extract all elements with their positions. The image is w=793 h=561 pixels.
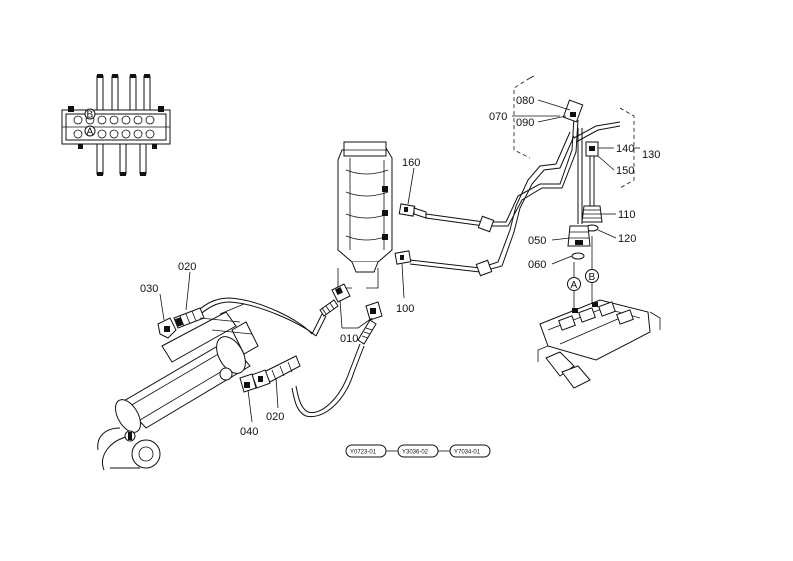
- inset-port-b-label: B: [87, 110, 94, 121]
- label-020-lower: 020: [266, 411, 284, 423]
- port-b-marker: [585, 269, 599, 283]
- fitting-040: [239, 373, 257, 393]
- fitting-050: [567, 225, 591, 247]
- label-010: 010: [340, 333, 358, 345]
- label-050: 050: [528, 235, 546, 247]
- port-a-marker: [567, 277, 581, 291]
- control-valve-inset: B A: [61, 74, 171, 176]
- swivel-joint: [337, 141, 393, 289]
- label-060: 060: [528, 259, 546, 271]
- fitting-030: [157, 317, 177, 339]
- port-b-label: B: [589, 272, 596, 283]
- reference-codes: Y0723-01 Y3036-02 Y7034-01: [345, 444, 491, 458]
- label-140: 140: [616, 143, 634, 155]
- label-090: 090: [516, 117, 534, 129]
- ref-code-1: Y0723-01: [350, 450, 377, 456]
- inset-port-a-marker: [84, 125, 96, 137]
- label-130: 130: [642, 149, 660, 161]
- control-valve-body: [537, 299, 661, 389]
- part-labels: 010 020 020 030 040 050 060 070 080 090 …: [140, 95, 660, 438]
- hydraulic-cylinder: [97, 303, 259, 471]
- group-130-bracket: [619, 107, 635, 189]
- ref-code-3: Y7034-01: [454, 450, 481, 456]
- label-120: 120: [618, 233, 636, 245]
- label-110: 110: [618, 209, 636, 221]
- group-070-bracket: [513, 75, 535, 159]
- ref-code-2: Y3036-02: [402, 450, 429, 456]
- port-a-label: A: [571, 280, 578, 291]
- fitting-140-150: [585, 141, 599, 206]
- fitting-160: [398, 203, 427, 219]
- hoses-010: [195, 283, 383, 418]
- port-markers: A B: [567, 236, 599, 312]
- fitting-020-upper: [173, 307, 205, 329]
- label-030: 030: [140, 283, 158, 295]
- label-160: 160: [402, 157, 420, 169]
- inset-port-b-marker: [84, 108, 96, 120]
- label-080: 080: [516, 95, 534, 107]
- label-070: 070: [489, 111, 507, 123]
- label-020-upper: 020: [178, 261, 196, 273]
- leader-lines: [159, 99, 640, 423]
- fitting-110: [581, 205, 603, 223]
- hydraulic-pipes: [409, 99, 621, 277]
- o-ring-060: [571, 252, 585, 260]
- label-100: 100: [396, 303, 414, 315]
- fitting-100: [394, 250, 412, 265]
- label-040: 040: [240, 426, 258, 438]
- inset-port-a-label: A: [87, 127, 94, 138]
- label-150: 150: [616, 165, 634, 177]
